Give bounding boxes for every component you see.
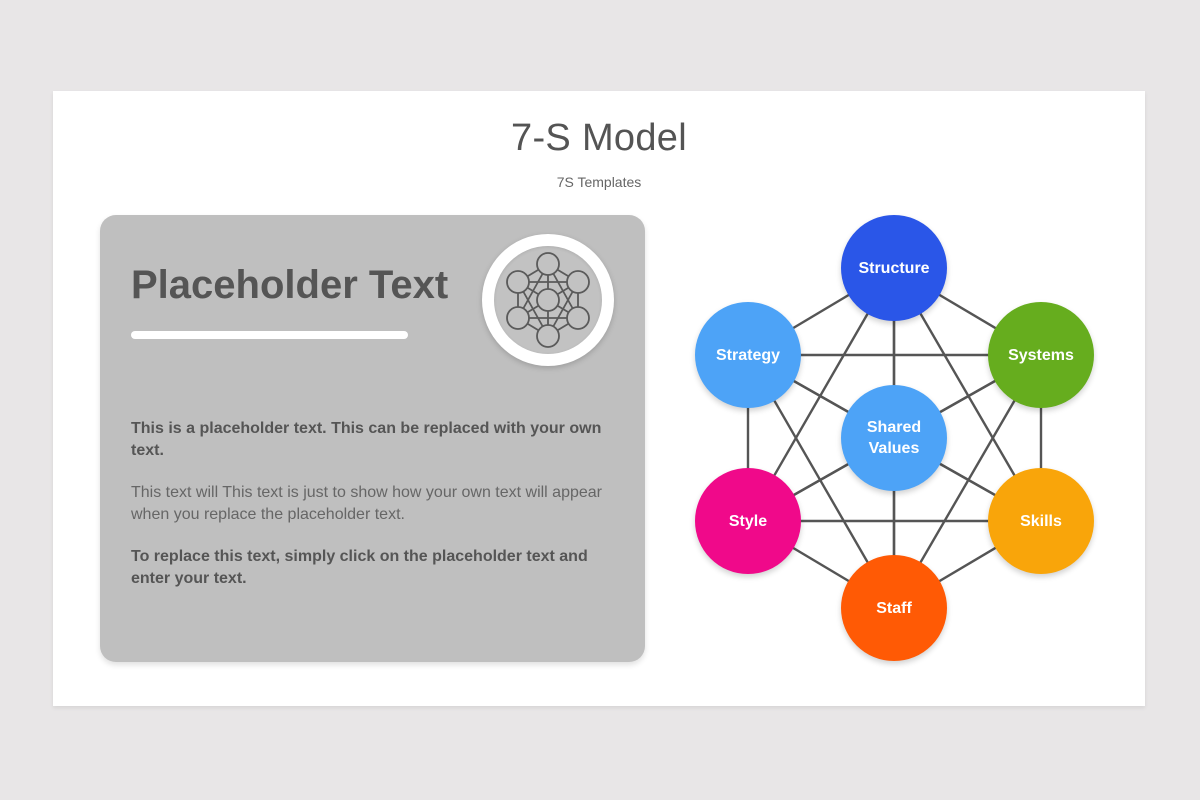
slide: 7-S Model 7S Templates Placeholder Text [53, 91, 1145, 706]
node-label: Skills [1020, 512, 1062, 530]
heading-underline [131, 331, 408, 339]
node-label: Structure [858, 259, 930, 277]
node-label: Shared Values [866, 419, 922, 457]
node-structure[interactable]: Structure [841, 215, 947, 321]
node-skills[interactable]: Skills [988, 468, 1094, 574]
node-style[interactable]: Style [695, 468, 801, 574]
slide-subtitle: 7S Templates [556, 174, 642, 190]
node-label: Strategy [715, 346, 781, 364]
node-strategy[interactable]: Strategy [695, 302, 801, 408]
node-label: Style [728, 512, 768, 530]
node-staff[interactable]: Staff [841, 555, 947, 661]
card-paragraph-1[interactable]: This is a placeholder text. This can be … [131, 420, 602, 459]
card-body: This is a placeholder text. This can be … [131, 418, 621, 610]
slide-title: 7-S Model [511, 117, 687, 159]
node-label: Staff [876, 599, 912, 617]
node-shared-values[interactable]: Shared Values [841, 385, 947, 491]
card-paragraph-2[interactable]: This text will This text is just to show… [131, 484, 602, 523]
node-systems[interactable]: Systems [988, 302, 1094, 408]
card-icon-badge [482, 234, 614, 366]
card-heading[interactable]: Placeholder Text [131, 263, 449, 307]
network-molecule-icon [494, 246, 602, 354]
card-paragraph-3[interactable]: To replace this text, simply click on th… [131, 548, 588, 587]
info-card: Placeholder Text [100, 215, 645, 662]
node-label: Systems [1008, 346, 1074, 364]
